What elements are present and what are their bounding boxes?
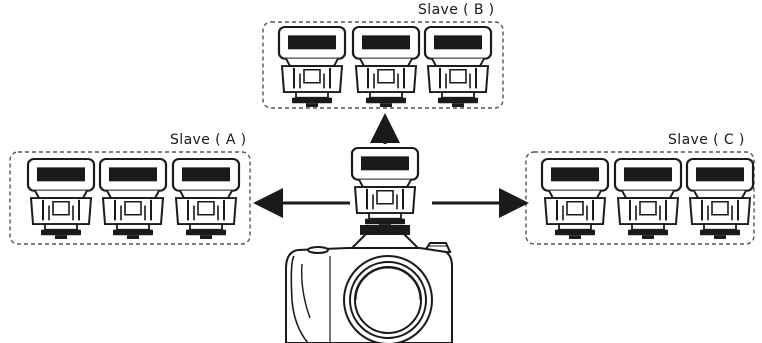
slave-c-flash-2 [613,157,683,241]
slave-b-box [262,21,504,109]
slave-a-flash-3 [171,157,241,241]
slave-b-group [262,21,504,109]
slave-b-flash-3 [423,25,493,109]
slave-a-flash-2 [98,157,168,241]
slave-b-flash-1 [277,25,347,109]
slave-b-flash-2 [351,25,421,109]
slave-b-label: Slave ( B ) [418,2,495,18]
slave-a-box [9,151,251,245]
slave-a-flash-1 [26,157,96,241]
slave-c-flash-3 [685,157,755,241]
slave-c-label: Slave ( C ) [668,132,745,148]
slave-a-label: Slave ( A ) [170,132,247,148]
master-flash [350,146,420,230]
slave-a-group [9,151,251,245]
slave-c-flash-1 [540,157,610,241]
slave-c-group [525,151,755,245]
camera [285,225,453,343]
